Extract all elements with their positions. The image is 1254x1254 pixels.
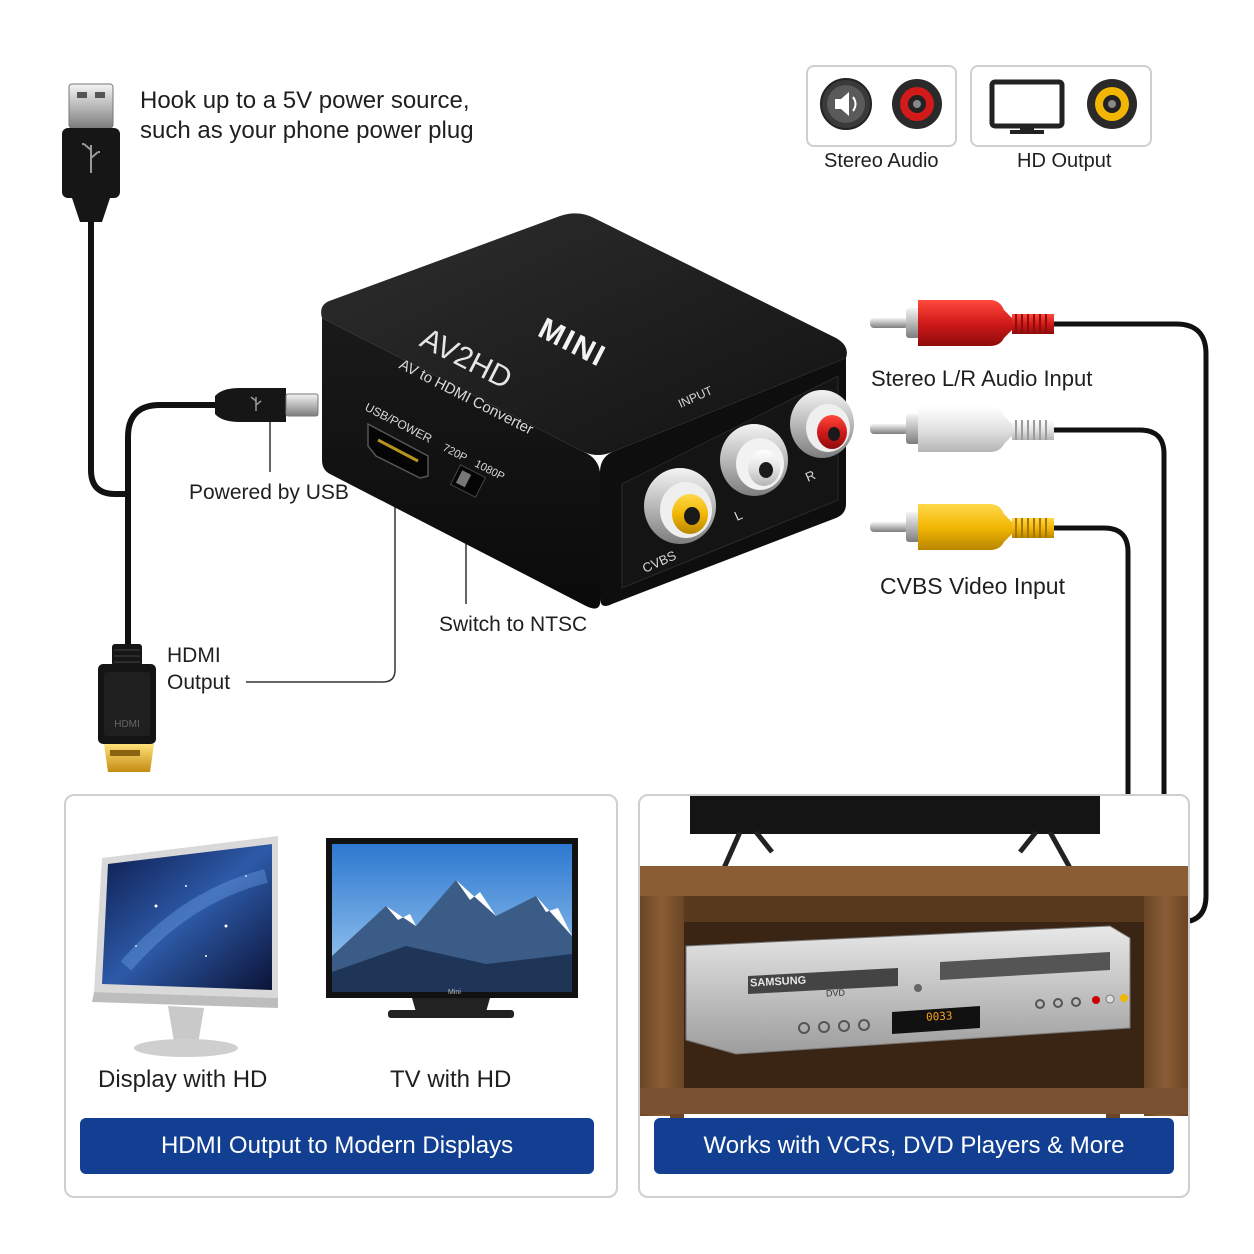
switch-to-ntsc-callout: Switch to NTSC	[439, 613, 588, 636]
stereo-audio-legend-label: Stereo Audio	[824, 150, 939, 172]
power-note-line1: Hook up to a 5V power source,	[140, 87, 470, 114]
vcr-dvd-player	[685, 925, 1131, 1055]
power-source-note: Hook up to a 5V power source, such as yo…	[140, 86, 474, 146]
vcr-counter-display: 0033	[925, 1009, 953, 1024]
right-audio-jack	[790, 390, 854, 458]
legacy-devices-panel: SAMSUNG DVD 0033 Works with VCRs, DVD Pl…	[638, 794, 1190, 1198]
stereo-audio-input-callout: Stereo L/R Audio Input	[871, 366, 1093, 391]
flat-screen-tv	[326, 838, 578, 1018]
speaker-icon	[820, 78, 872, 130]
cvbs-video-input-callout: CVBS Video Input	[880, 573, 1065, 599]
wall-tv	[690, 796, 1100, 870]
red-rca-jack-icon	[892, 79, 942, 129]
display-with-hd-caption: Display with HD	[98, 1066, 268, 1093]
displays-illustration	[92, 836, 578, 1057]
yellow-rca-plug	[870, 504, 1054, 550]
tv-with-hd-caption: TV with HD	[390, 1066, 512, 1093]
powered-by-usb-callout: Powered by USB	[189, 481, 349, 504]
computer-monitor	[92, 836, 278, 1057]
red-rca-plug	[870, 300, 1054, 346]
vcr-dvd-text: DVD	[825, 987, 846, 999]
yellow-rca-cable	[1054, 525, 1131, 800]
monitor-icon	[989, 79, 1065, 134]
micro-usb-plug	[215, 388, 319, 422]
hdmi-plug	[98, 644, 156, 772]
cvbs-jack	[644, 468, 716, 544]
hdmi-output-line2: Output	[167, 671, 231, 694]
red-rca-cable	[1054, 321, 1209, 925]
left-audio-jack	[720, 424, 788, 496]
vcr-cabinet-illustration	[640, 796, 1188, 1144]
hdmi-output-line1: HDMI	[167, 644, 221, 667]
yellow-rca-jack-icon	[1087, 79, 1137, 129]
white-rca-cable	[1054, 427, 1167, 800]
tv-brand-text: Mini	[448, 989, 461, 996]
av2hd-converter-box	[321, 213, 847, 609]
hdmi-output-callout: HDMI Output	[167, 642, 230, 696]
modern-displays-panel: Mini Display with HD TV with HD HDMI Out…	[64, 794, 618, 1198]
hdmi-output-banner: HDMI Output to Modern Displays	[80, 1118, 594, 1174]
usb-a-plug	[62, 83, 120, 222]
legacy-devices-banner: Works with VCRs, DVD Players & More	[654, 1118, 1174, 1174]
hdmi-plug-text: HDMI	[114, 719, 140, 730]
power-note-line2: such as your phone power plug	[140, 117, 474, 144]
white-rca-plug	[870, 406, 1054, 452]
hd-output-legend-label: HD Output	[1017, 150, 1112, 172]
